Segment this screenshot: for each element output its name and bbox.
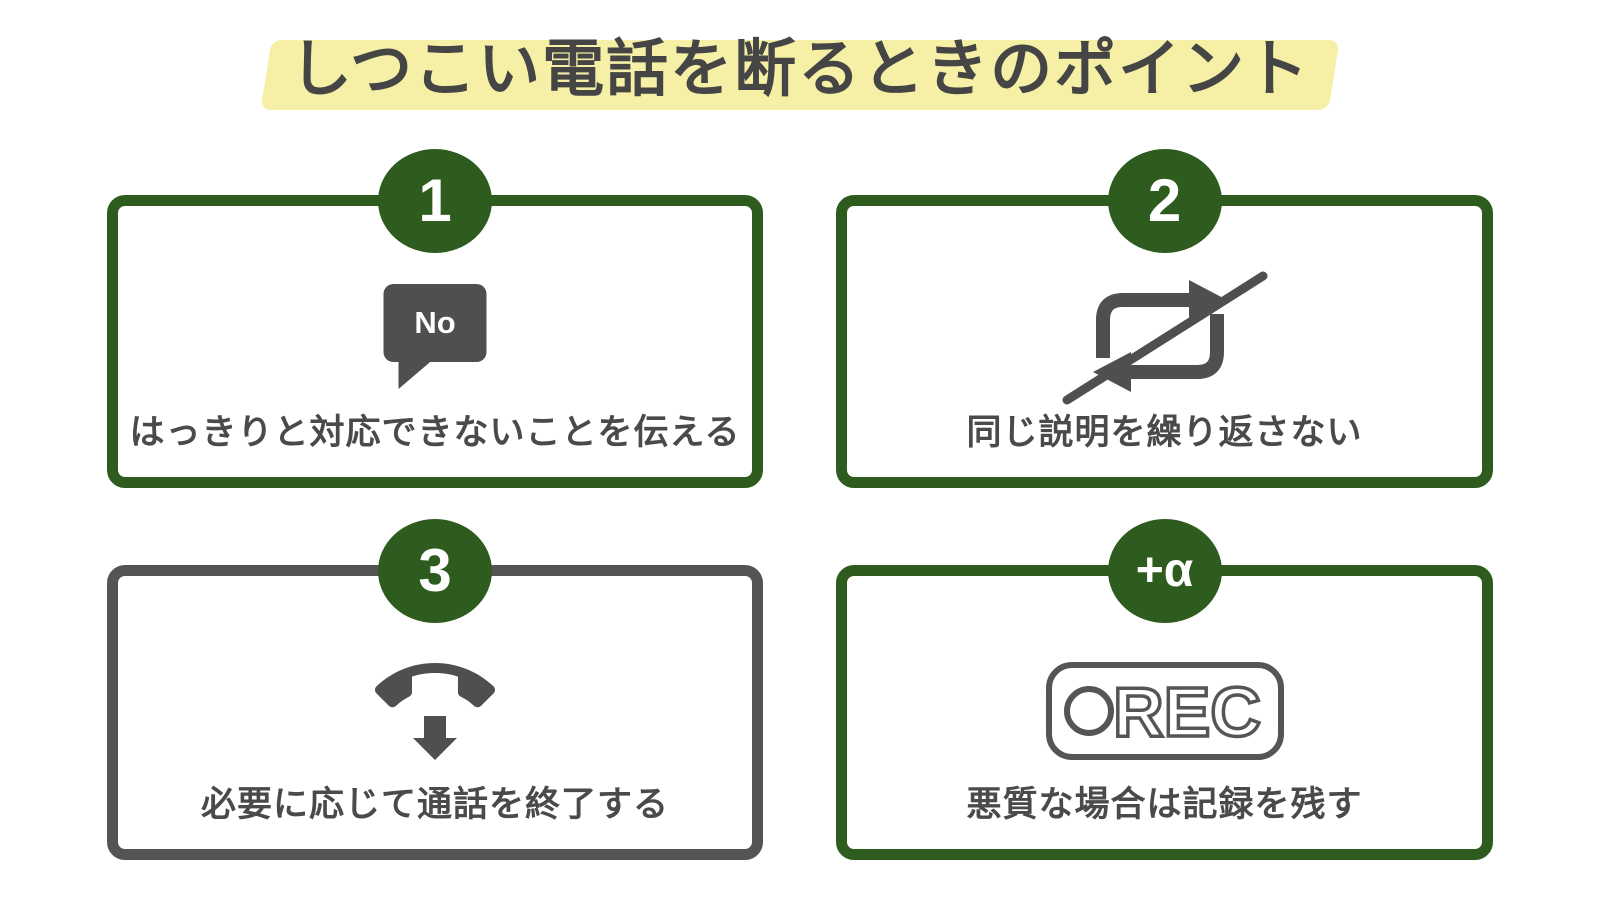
card-3-caption: 必要に応じて通話を終了する: [200, 785, 669, 824]
bubble-no-label: No: [414, 305, 456, 340]
title-block: しつこい電話を断るときのポイント: [0, 26, 1600, 118]
down-arrow-icon: [413, 716, 457, 760]
badge-plus-alpha: +α: [1107, 519, 1222, 623]
card-2-no-repeat: 2 同じ説明を繰り返さない: [836, 149, 1493, 488]
rec-label: REC: [1113, 673, 1261, 751]
card-2-caption: 同じ説明を繰り返さない: [966, 413, 1363, 452]
card-4-keep-record: +α REC 悪質な場合は記録を残す: [836, 519, 1493, 860]
card-4-caption: 悪質な場合は記録を残す: [966, 785, 1363, 824]
speech-bubble-tail: [398, 360, 433, 389]
badge-2: 2: [1107, 149, 1222, 253]
no-repeat-icon: [1062, 271, 1267, 405]
card-1-caption: はっきりと対応できないことを伝える: [129, 413, 741, 452]
hang-up-phone-icon: [375, 663, 495, 760]
badge-3: 3: [378, 519, 492, 623]
badge-1: 1: [378, 149, 492, 253]
no-speech-bubble-icon: No: [383, 284, 487, 389]
page-title: しつこい電話を断るときのポイント: [289, 35, 1311, 104]
rec-recording-icon: REC: [1045, 662, 1284, 760]
card-3-end-call: 3 必要に応じて通話を終了する: [107, 519, 763, 860]
card-1-tell-clearly: 1 No はっきりと対応できないことを伝える: [107, 149, 763, 488]
